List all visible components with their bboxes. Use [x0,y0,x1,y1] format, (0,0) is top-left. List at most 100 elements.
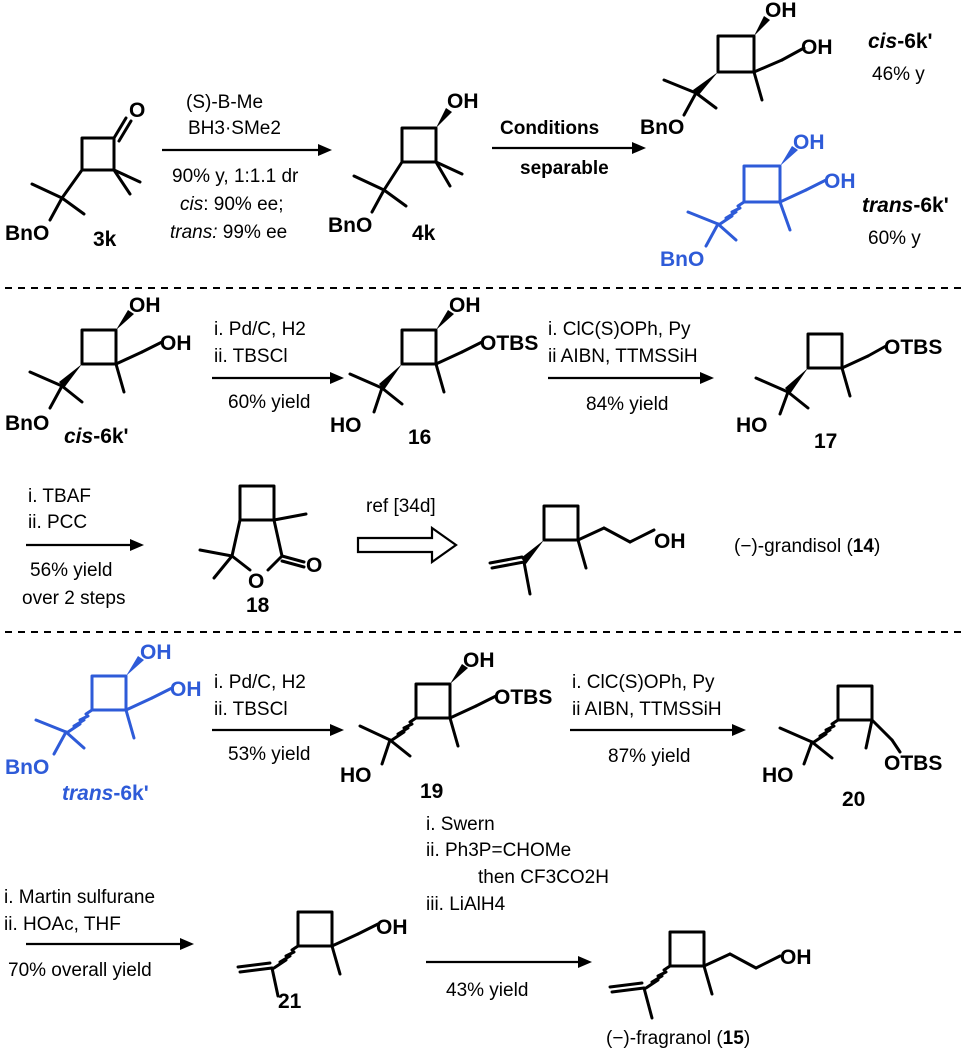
atom-otbs: OTBS [494,686,552,709]
atom-bno: BnO [640,116,684,139]
reaction-arrow-6: ref [34d] [356,496,458,565]
cond-1-5a: trans: [170,222,218,243]
cond-8-3: 87% yield [608,746,690,767]
atom-ho: HO [736,414,768,437]
cond-6-1: ref [34d] [366,496,436,517]
cond-1-1: (S)-B-Me [186,92,263,113]
reaction-arrow-10: i. Swern ii. Ph3P=CHOMe then CF3CO2H iii… [426,814,609,1001]
atom-oh: OH [160,332,192,355]
compound-15: OH (−)-fragranol (15) [606,930,812,1049]
reaction-arrow-7: i. Pd/C, H2 ii. TBSCl 53% yield [212,672,344,765]
svg-text:cis-6k': cis-6k' [868,30,933,53]
cond-10-1: i. Swern [426,814,495,835]
reaction-arrow-4: i. ClC(S)OPh, Py ii AIBN, TTMSSiH 84% yi… [548,319,714,415]
atom-oh: OH [793,131,825,154]
cond-8-2: ii AIBN, TTMSSiH [572,699,722,720]
label-21: 21 [278,990,302,1013]
svg-text:(−)-grandisol (14): (−)-grandisol (14) [734,536,880,557]
atom-ho: HO [762,764,794,787]
reaction-arrow-9: i. Martin sulfurane ii. HOAc, THF 70% ov… [4,887,194,981]
atom-o: O [306,554,322,577]
compound-20: OTBS HO 20 [762,684,942,811]
atom-o: O [129,99,145,122]
cond-5-4: over 2 steps [22,588,126,609]
atom-oh: OH [376,916,408,939]
label-4k: 4k [412,222,436,245]
label-6k: -6k' [913,194,948,217]
atom-oh: OH [780,946,812,969]
cond-8-1: i. ClC(S)OPh, Py [572,672,715,693]
compound-17: OTBS HO 17 [736,332,942,453]
cond-1-2: BH3·SMe2 [188,118,281,139]
reaction-arrow-5: i. TBAF ii. PCC 56% yield over 2 steps [22,486,144,609]
cond-3-2: ii. TBSCl [214,346,288,367]
atom-bno: BnO [5,222,49,245]
cond-3-3: 60% yield [228,392,310,413]
name-fragranol: (−)-fragranol ( [606,1028,723,1049]
label-6k: -6k' [93,425,128,448]
compound-cis-6k: OH OH BnO cis-6k' 46% y [640,0,933,139]
name-grandisol: (−)-grandisol ( [734,536,853,557]
atom-oh: OH [654,530,686,553]
atom-ho: HO [330,414,362,437]
atom-otbs: OTBS [480,332,538,355]
cond-5-2: ii. PCC [28,512,87,533]
label-cis: cis [868,30,897,53]
compound-cis-6k-sm: OH OH BnO cis-6k' [5,294,192,448]
atom-oh: OH [824,170,856,193]
cond-7-2: ii. TBSCl [214,699,288,720]
atom-o: O [248,570,264,593]
label-19: 19 [420,780,443,803]
atom-bno: BnO [5,412,49,435]
label-6k: -6k' [113,782,148,805]
reaction-arrow-1: (S)-B-Me BH3·SMe2 90% y, 1:1.1 dr cis: 9… [162,92,332,243]
cond-9-3: 70% overall yield [8,960,152,981]
label-17: 17 [814,430,837,453]
atom-oh: OH [449,294,481,317]
label-cis: cis [64,425,93,448]
cond-4-1: i. ClC(S)OPh, Py [548,319,691,340]
compound-4k: OH BnO 4k [328,90,479,245]
label-trans: trans [862,194,913,217]
label-18: 18 [246,594,270,617]
atom-bno: BnO [5,756,49,779]
compound-14: OH (−)-grandisol (14) [488,504,880,596]
atom-oh: OH [463,649,495,672]
yield-cis: 46% y [872,64,925,85]
cond-4-2: ii AIBN, TTMSSiH [548,346,698,367]
reaction-arrow-8: i. ClC(S)OPh, Py ii AIBN, TTMSSiH 87% yi… [570,672,746,767]
compound-18: O O 18 [198,484,322,617]
cond-9-2: ii. HOAc, THF [4,914,121,935]
label-6k: -6k' [897,30,932,53]
compound-trans-6k: OH OH BnO trans-6k' 60% y [660,131,949,271]
svg-text:cis-6k': cis-6k' [64,425,129,448]
cond-10-3: then CF3CO2H [478,867,609,888]
compound-19: OH OTBS HO 19 [340,649,552,803]
atom-oh: OH [447,90,479,113]
atom-ho: HO [340,764,372,787]
compound-21: OH 21 [236,910,408,1013]
svg-text:cis: 90% ee;: cis: 90% ee; [180,194,284,215]
cond-10-2: ii. Ph3P=CHOMe [426,840,571,861]
atom-oh: OH [170,678,202,701]
cond-1-4b: : 90% ee; [203,194,283,215]
cond-2-1: Conditions [500,118,599,139]
compound-trans-6k-sm: OH OH BnO trans-6k' [5,641,202,805]
label-20: 20 [842,788,865,811]
compound-3k: O BnO 3k [5,99,145,251]
cond-5-3: 56% yield [30,560,112,581]
svg-text:trans-6k': trans-6k' [62,782,149,805]
label-15: 15 [723,1028,745,1049]
reaction-arrow-2: Conditions separable [492,118,646,179]
cond-2-2: separable [520,158,609,179]
label-3k: 3k [93,228,117,251]
svg-text:trans-6k': trans-6k' [862,194,949,217]
svg-text:trans: 99% ee: trans: 99% ee [170,222,287,243]
cond-9-1: i. Martin sulfurane [4,887,155,908]
cond-1-5b: 99% ee [218,222,288,243]
atom-oh: OH [765,0,797,22]
svg-text:(S)-B-Me: (S)-B-Me [186,92,263,113]
cond-4-3: 84% yield [586,394,668,415]
cond-1-4a: cis [180,194,204,215]
